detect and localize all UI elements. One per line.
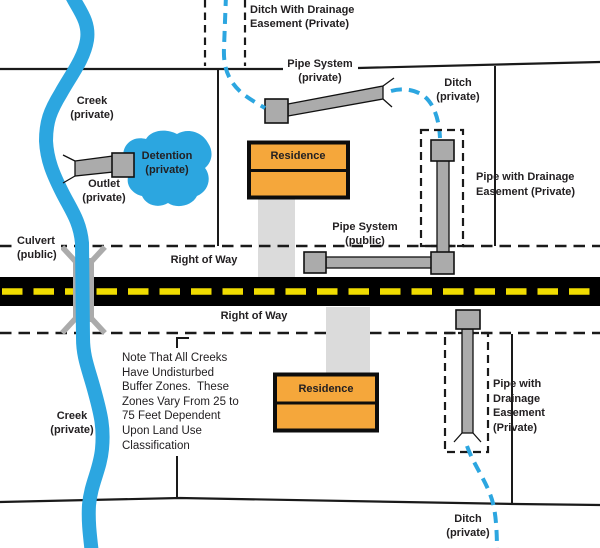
outlet-label-line2: (private) [82, 191, 126, 204]
ditch-easement-top-label-line2: Easement (Private) [250, 17, 350, 30]
pipe-system-public-label-line2: (public) [345, 234, 385, 247]
right-of-way-lines [0, 244, 600, 335]
creek-buffer-note: Note That All Creeks Have Undisturbed Bu… [118, 348, 262, 457]
creek-bottom-label: Creek (private) [50, 410, 93, 437]
pipe-easement-top-right-label-line2: Easement (Private) [476, 185, 576, 198]
creek-top-label-line2: (private) [70, 108, 114, 121]
ditch-channel-upper [221, 0, 442, 139]
right-of-way-bottom-label: Right of Way [220, 310, 288, 322]
culvert-label-line2: (public) [17, 248, 57, 261]
pipe-easement-top-right-label: Pipe with Drainage Easement (Private) [476, 170, 575, 199]
detention-label-line1: Detention [141, 150, 193, 162]
pipe-system-public-label: Pipe System (public) [332, 221, 397, 248]
pipe-system-private-label-line2: (private) [298, 71, 342, 84]
drainage-easement-box-bottom-right [443, 331, 490, 454]
culvert-label-line1: Culvert [17, 235, 55, 247]
junction-box [430, 251, 455, 275]
outlet-label-line1: Outlet [88, 178, 120, 190]
creek-bottom-label-line2: (private) [50, 423, 94, 436]
ditch-easement-top-label: Ditch With Drainage Easement (Private) [250, 4, 354, 31]
inlet-top-right [430, 139, 455, 162]
ditch-bottom-label: Ditch (private) [446, 513, 489, 540]
pipe-easement-bottom-right-label-line4: (Private) [493, 421, 538, 434]
ditch-bottom-label-line2: (private) [446, 526, 490, 539]
residence-top-label: Residence [270, 150, 326, 162]
residence-top-building [247, 140, 350, 200]
driveway-top [258, 198, 295, 277]
pipe-easement-bottom-right-label: Pipe with Drainage Easement (Private) [493, 377, 545, 435]
ditch-top-right-label: Ditch (private) [436, 77, 479, 104]
creek-bottom-label-line1: Creek [56, 410, 88, 422]
catch-basin-private [264, 98, 289, 124]
public-pipe-system [303, 139, 455, 275]
residence-bottom-building [273, 372, 379, 433]
pipe-system-private-label-line1: Pipe System [287, 58, 353, 70]
pipe-system-public-label-line1: Pipe System [332, 221, 398, 233]
outlet-structure [62, 152, 135, 184]
road [0, 277, 600, 306]
pipe-bottom-right [453, 309, 482, 443]
right-of-way-top-label: Right of Way [170, 254, 238, 266]
creek [38, 0, 110, 548]
inlet-bottom-right [455, 309, 481, 330]
creek-top-label: Creek (private) [70, 95, 113, 122]
ditch-easement-top-label-line1: Ditch With Drainage [250, 4, 355, 16]
culvert-label: Culvert (public) [13, 234, 61, 263]
detention-label: Detention (private) [142, 150, 193, 177]
ditch-top-right-label-line1: Ditch [444, 77, 472, 89]
ditch-top-right-label-line2: (private) [436, 90, 480, 103]
ditch-bottom-label-line1: Ditch [454, 513, 482, 525]
residence-bottom-label: Residence [298, 383, 354, 395]
detention-label-line2: (private) [145, 163, 189, 176]
ditch-easement-lines-top [203, 0, 247, 66]
detention-pond [123, 130, 212, 207]
property-line-top [0, 60, 600, 71]
pipe-easement-bottom-right-label-line1: Pipe with [493, 378, 542, 390]
catch-basin-public [303, 251, 327, 274]
private-pipe-system [264, 77, 395, 124]
pipe-system-private-label: Pipe System (private) [283, 57, 357, 86]
pipe-easement-top-right-label-line1: Pipe with Drainage [476, 171, 575, 183]
outlet-label: Outlet (private) [82, 178, 125, 205]
driveway-bottom [326, 307, 370, 375]
pipe-easement-bottom-right-label-line2: Drainage [493, 392, 541, 405]
drainage-easement-box-top-right [419, 128, 465, 248]
creek-top-label-line1: Creek [76, 95, 108, 107]
pipe-easement-bottom-right-label-line3: Easement [493, 407, 545, 419]
